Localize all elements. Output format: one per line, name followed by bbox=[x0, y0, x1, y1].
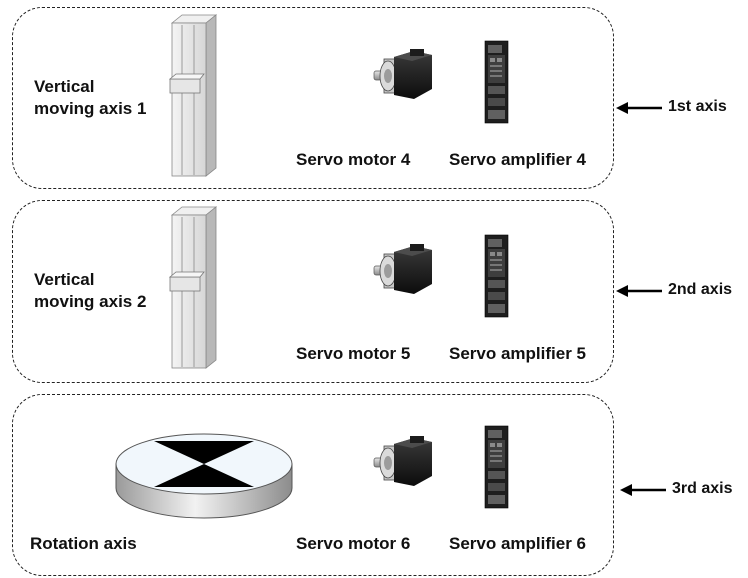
mechanism-label-2: Vertical moving axis 2 bbox=[34, 270, 147, 311]
axis-label-3: 3rd axis bbox=[672, 480, 733, 497]
rotation-table-icon bbox=[115, 433, 293, 519]
servo-amplifier-label-4: Servo amplifier 4 bbox=[449, 150, 587, 169]
mechanism-label-3: Rotation axis bbox=[30, 534, 137, 553]
servo-amplifier-icon-6 bbox=[484, 425, 509, 509]
axis-label-2: 2nd axis bbox=[668, 281, 733, 298]
servo-motor-label-4: Servo motor 4 bbox=[296, 150, 411, 169]
axis-panel-1 bbox=[12, 7, 614, 189]
arrow-icon-2 bbox=[616, 285, 662, 297]
arrow-icon-3 bbox=[620, 484, 666, 496]
servo-amplifier-icon-5 bbox=[484, 234, 509, 318]
vertical-axis-icon-1 bbox=[168, 14, 218, 177]
axis-panel-2 bbox=[12, 200, 614, 383]
vertical-axis-icon-2 bbox=[168, 206, 218, 369]
axis-label-1: 1st axis bbox=[668, 98, 727, 115]
mechanism-label-1: Vertical moving axis 1 bbox=[34, 77, 147, 118]
servo-motor-label-5: Servo motor 5 bbox=[296, 344, 411, 363]
servo-amplifier-label-5: Servo amplifier 5 bbox=[449, 344, 587, 363]
axis-panel-3 bbox=[12, 394, 614, 576]
servo-motor-icon-6 bbox=[373, 436, 432, 486]
servo-motor-icon-4 bbox=[373, 49, 432, 99]
servo-amplifier-icon-4 bbox=[484, 40, 509, 124]
servo-motor-icon-5 bbox=[373, 244, 432, 294]
arrow-icon-1 bbox=[616, 102, 662, 114]
servo-motor-label-6: Servo motor 6 bbox=[296, 534, 411, 553]
servo-amplifier-label-6: Servo amplifier 6 bbox=[449, 534, 587, 553]
